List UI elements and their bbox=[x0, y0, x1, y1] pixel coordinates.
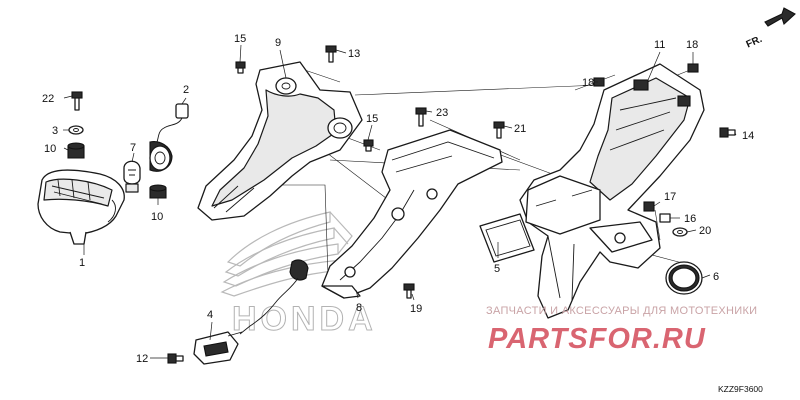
callout-10a: 10 bbox=[44, 143, 56, 155]
bolt-23 bbox=[415, 107, 427, 127]
callout-18a: 18 bbox=[582, 77, 594, 89]
callout-4: 4 bbox=[207, 309, 213, 321]
callout-10b: 10 bbox=[151, 211, 163, 223]
bolt-14 bbox=[719, 127, 736, 138]
callout-17: 17 bbox=[664, 191, 676, 203]
callout-5: 5 bbox=[494, 263, 500, 275]
callout-6: 6 bbox=[713, 271, 719, 283]
license-light bbox=[193, 259, 309, 365]
grommet-10a bbox=[67, 142, 85, 159]
bolt-19 bbox=[403, 283, 415, 299]
bolt-15b bbox=[363, 139, 374, 152]
callout-21: 21 bbox=[514, 123, 526, 135]
bulb-7 bbox=[123, 160, 141, 193]
grommet-10b bbox=[149, 184, 167, 199]
bolt-21 bbox=[493, 121, 505, 139]
callout-7: 7 bbox=[130, 142, 136, 154]
inner-fender bbox=[197, 61, 363, 221]
callout-18b: 18 bbox=[686, 39, 698, 51]
washer-20 bbox=[672, 227, 688, 237]
callout-leaders bbox=[63, 44, 737, 359]
callout-23: 23 bbox=[436, 107, 448, 119]
callout-19: 19 bbox=[410, 303, 422, 315]
callout-15b: 15 bbox=[366, 113, 378, 125]
callout-14: 14 bbox=[742, 130, 754, 142]
callout-1: 1 bbox=[79, 257, 85, 269]
washer-3 bbox=[68, 125, 84, 135]
arrow-up-right-icon bbox=[764, 7, 796, 27]
front-direction-label: FR. bbox=[745, 34, 764, 51]
callout-8: 8 bbox=[356, 302, 362, 314]
bolt-12 bbox=[167, 353, 184, 364]
callout-20: 20 bbox=[699, 225, 711, 237]
callout-9: 9 bbox=[275, 37, 281, 49]
taillight-assembly bbox=[37, 169, 125, 245]
callout-3: 3 bbox=[52, 125, 58, 137]
callout-12: 12 bbox=[136, 353, 148, 365]
bolt-22 bbox=[71, 91, 83, 111]
clip-18b bbox=[687, 63, 699, 73]
watermark-site-name: PARTSFOR.RU bbox=[488, 323, 706, 355]
watermark-tagline: ЗАПЧАСТИ И АКСЕССУАРЫ ДЛЯ МОТОТЕХНИКИ bbox=[486, 305, 757, 317]
callout-16: 16 bbox=[684, 213, 696, 225]
callout-labels: 1 2 3 4 5 6 7 8 9 10 10 11 12 13 14 15 1… bbox=[42, 33, 754, 365]
callout-22: 22 bbox=[42, 93, 54, 105]
nut-17 bbox=[643, 201, 655, 212]
bulb-socket-harness bbox=[149, 103, 189, 172]
front-direction-indicator: FR. bbox=[745, 7, 796, 51]
callout-13: 13 bbox=[348, 48, 360, 60]
callout-2: 2 bbox=[183, 84, 189, 96]
callout-15a: 15 bbox=[234, 33, 246, 45]
bolt-15a bbox=[235, 61, 246, 74]
round-seal-6 bbox=[665, 261, 703, 295]
bolt-13 bbox=[325, 45, 337, 63]
watermark: ЗАПЧАСТИ И АКСЕССУАРЫ ДЛЯ МОТОТЕХНИКИ PA… bbox=[486, 305, 757, 355]
honda-wing-icon: HONDA bbox=[220, 211, 377, 339]
diagram-code: KZZ9F3600 bbox=[718, 384, 763, 394]
callout-11: 11 bbox=[654, 39, 665, 51]
rear-bracket bbox=[321, 129, 503, 299]
collar-16 bbox=[659, 213, 671, 223]
reflector-5 bbox=[479, 213, 535, 263]
honda-brand-text: HONDA bbox=[232, 300, 377, 338]
rear-fender bbox=[519, 63, 705, 319]
